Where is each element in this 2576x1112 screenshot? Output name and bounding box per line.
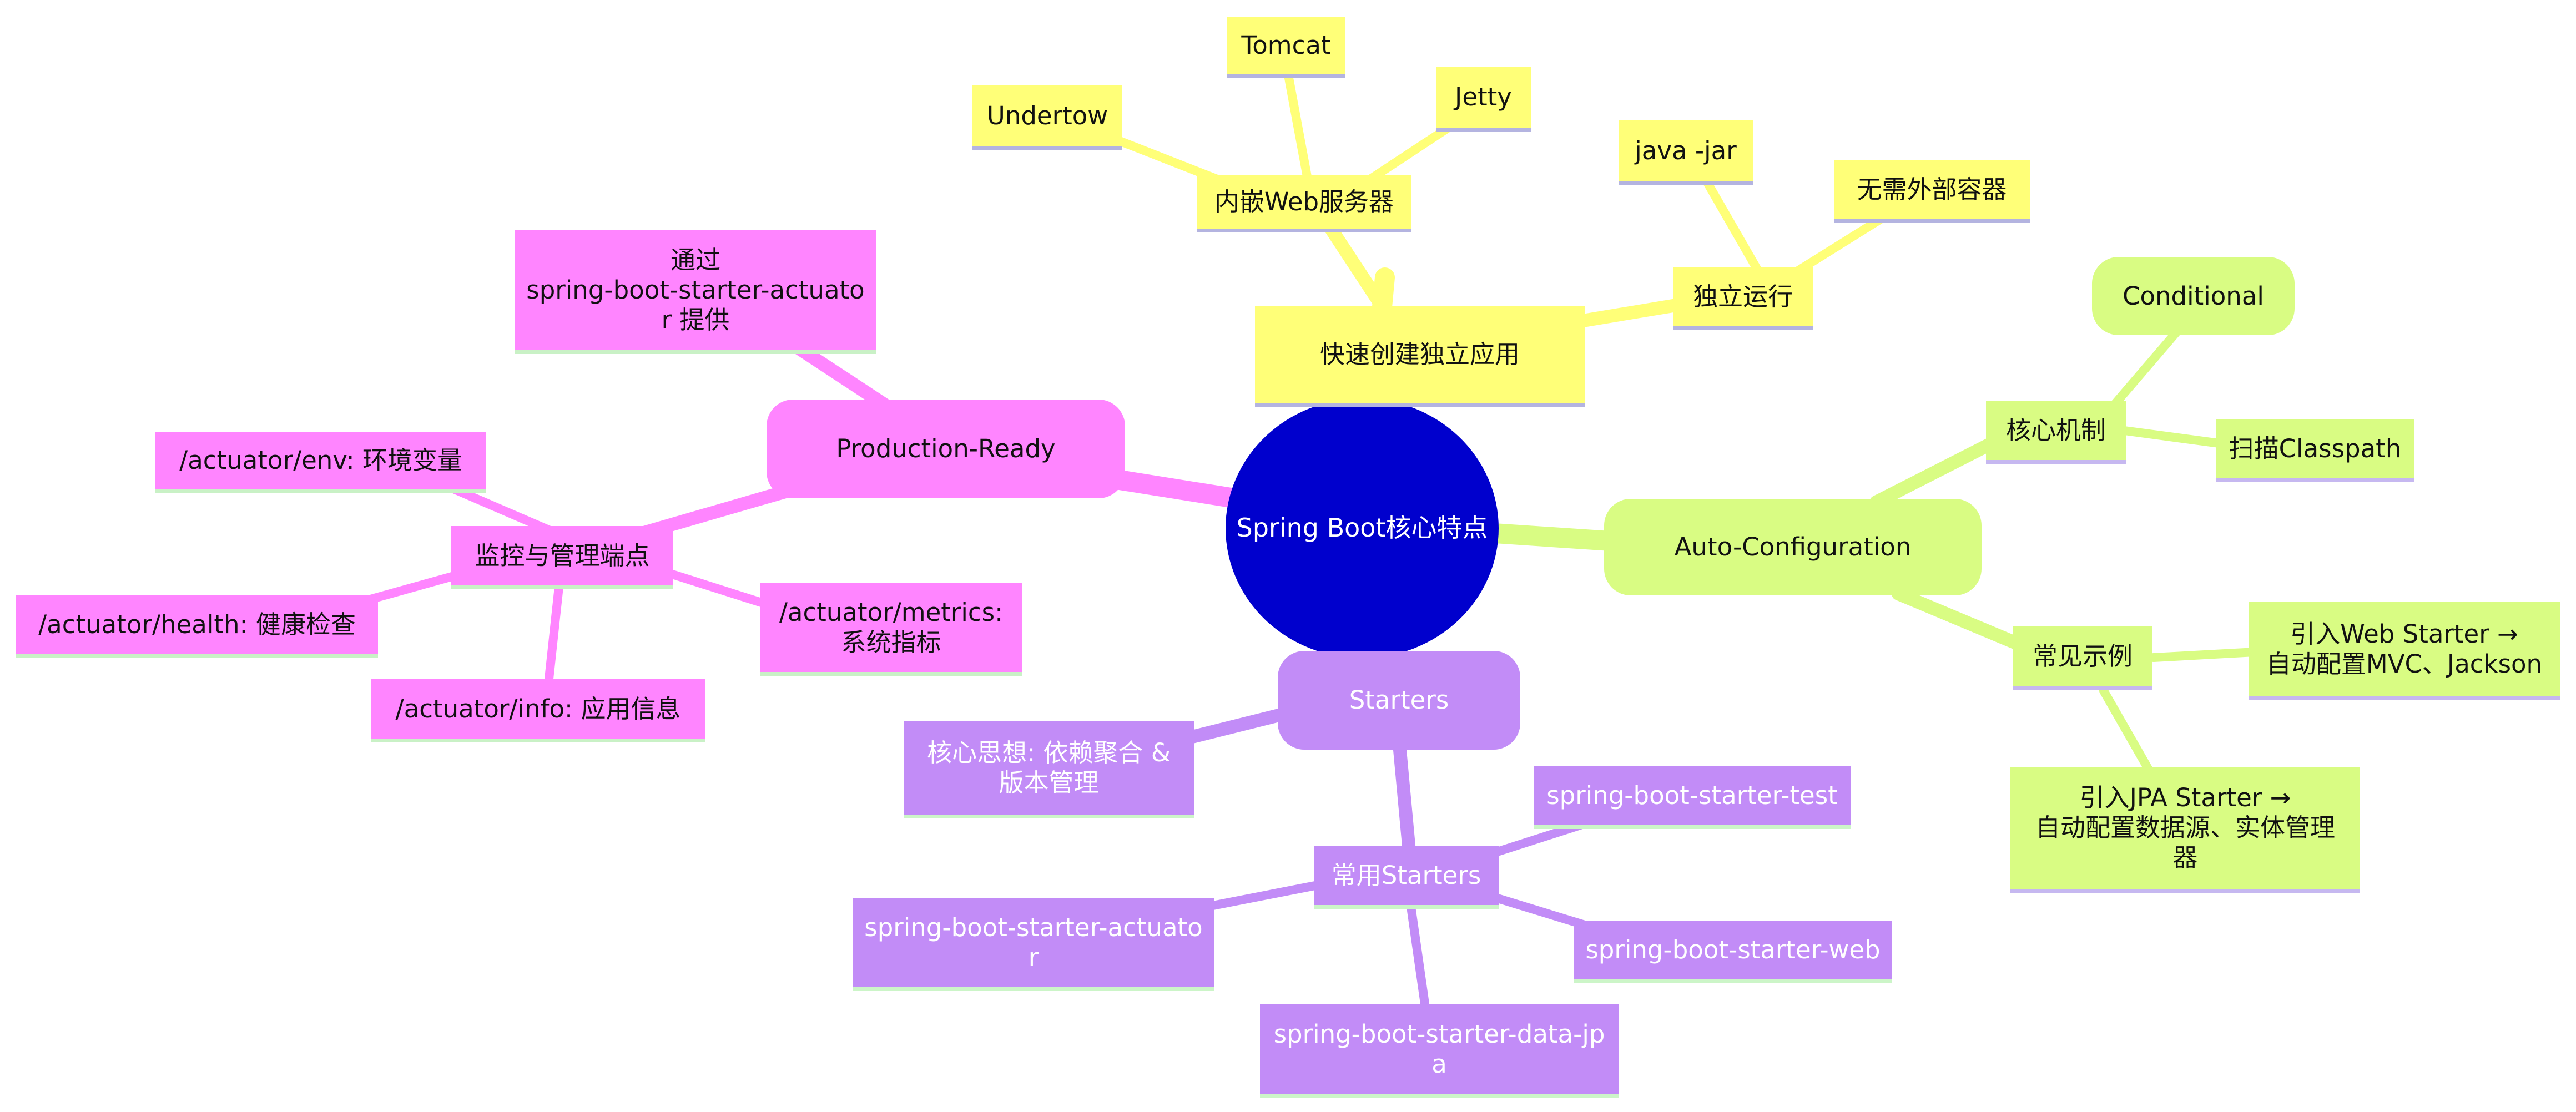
run-node[interactable]: 独立运行: [1673, 267, 1813, 330]
undertow-label: Undertow: [986, 101, 1108, 130]
endpoints-node[interactable]: 监控与管理端点: [451, 526, 673, 589]
endpoint-health-label: /actuator/health: 健康检查: [38, 609, 356, 639]
example-jpa-node[interactable]: 引入JPA Starter → 自动配置数据源、实体管理 器: [2010, 767, 2360, 893]
undertow-node[interactable]: Undertow: [972, 85, 1122, 150]
nocontainer-node[interactable]: 无需外部容器: [1834, 160, 2030, 223]
standalone-node[interactable]: 快速创建独立应用: [1255, 306, 1585, 407]
starters-idea-label: 核心思想: 依赖聚合 & 版本管理: [927, 738, 1171, 797]
mechanism-label: 核心机制: [2005, 415, 2106, 445]
via-actuator-label: 通过 spring-boot-starter-actuato r 提供: [526, 245, 865, 335]
endpoint-metrics-label: /actuator/metrics: 系统指标: [779, 597, 1004, 657]
edge-common-actuator: [1200, 878, 1337, 912]
conditional-node[interactable]: Conditional: [2092, 257, 2295, 335]
classpath-node[interactable]: 扫描Classpath: [2216, 419, 2414, 482]
edge-run-javajar: [1697, 168, 1770, 287]
common-starters-node[interactable]: 常用Starters: [1314, 846, 1499, 909]
production-node[interactable]: Production-Ready: [767, 400, 1125, 498]
example-web-node[interactable]: 引入Web Starter → 自动配置MVC、Jackson: [2249, 602, 2560, 700]
examples-label: 常见示例: [2032, 641, 2133, 671]
production-label: Production-Ready: [836, 434, 1056, 463]
endpoint-info-label: /actuator/info: 应用信息: [395, 694, 681, 724]
starter-web-node[interactable]: spring-boot-starter-web: [1574, 921, 1892, 983]
starter-datajpa-node[interactable]: spring-boot-starter-data-jp a: [1260, 1004, 1619, 1098]
root-label: Spring Boot核心特点: [1236, 513, 1488, 543]
via-actuator-node[interactable]: 通过 spring-boot-starter-actuato r 提供: [515, 230, 876, 354]
javajar-label: java -jar: [1635, 136, 1737, 165]
starter-test-node[interactable]: spring-boot-starter-test: [1534, 766, 1851, 829]
auto-config-label: Auto-Configuration: [1674, 532, 1912, 562]
mechanism-node[interactable]: 核心机制: [1986, 401, 2126, 464]
edge-common-datajpa: [1405, 894, 1431, 1020]
edge-web-tomcat: [1283, 68, 1314, 196]
starter-actuator-label: spring-boot-starter-actuato r: [864, 912, 1203, 972]
endpoint-health-node[interactable]: /actuator/health: 健康检查: [16, 595, 378, 658]
nocontainer-label: 无需外部容器: [1857, 174, 2007, 204]
run-label: 独立运行: [1692, 281, 1793, 311]
common-starters-label: 常用Starters: [1331, 860, 1481, 890]
classpath-label: 扫描Classpath: [2229, 433, 2402, 463]
javajar-node[interactable]: java -jar: [1619, 120, 1753, 185]
starter-web-label: spring-boot-starter-web: [1585, 935, 1881, 964]
standalone-label: 快速创建独立应用: [1319, 340, 1520, 369]
jetty-node[interactable]: Jetty: [1436, 67, 1531, 132]
starters-idea-node[interactable]: 核心思想: 依赖聚合 & 版本管理: [904, 721, 1194, 818]
tomcat-node[interactable]: Tomcat: [1227, 17, 1345, 78]
starters-node[interactable]: Starters: [1278, 651, 1520, 750]
endpoint-metrics-node[interactable]: /actuator/metrics: 系统指标: [760, 583, 1022, 676]
webserver-node[interactable]: 内嵌Web服务器: [1197, 175, 1411, 232]
endpoint-env-node[interactable]: /actuator/env: 环境变量: [155, 432, 486, 493]
starter-actuator-node[interactable]: spring-boot-starter-actuato r: [853, 898, 1214, 991]
starter-datajpa-label: spring-boot-starter-data-jp a: [1273, 1019, 1605, 1079]
edge-end-metrics: [651, 564, 782, 612]
examples-node[interactable]: 常见示例: [2013, 626, 2152, 690]
edge-starters-common: [1392, 731, 1416, 864]
conditional-label: Conditional: [2123, 281, 2264, 311]
example-jpa-label: 引入JPA Starter → 自动配置数据源、实体管理 器: [2035, 783, 2335, 872]
jetty-label: Jetty: [1455, 82, 1512, 112]
endpoint-info-node[interactable]: /actuator/info: 应用信息: [371, 679, 705, 742]
endpoints-label: 监控与管理端点: [475, 540, 650, 570]
edge-end-info: [542, 567, 565, 704]
root-node[interactable]: Spring Boot核心特点: [1226, 398, 1499, 658]
webserver-label: 内嵌Web服务器: [1214, 186, 1394, 216]
starter-test-label: spring-boot-starter-test: [1546, 780, 1838, 810]
example-web-label: 引入Web Starter → 自动配置MVC、Jackson: [2266, 619, 2543, 679]
endpoint-env-label: /actuator/env: 环境变量: [179, 446, 462, 475]
starters-label: Starters: [1349, 685, 1449, 715]
tomcat-label: Tomcat: [1241, 30, 1331, 60]
auto-config-node[interactable]: Auto-Configuration: [1604, 499, 1982, 595]
